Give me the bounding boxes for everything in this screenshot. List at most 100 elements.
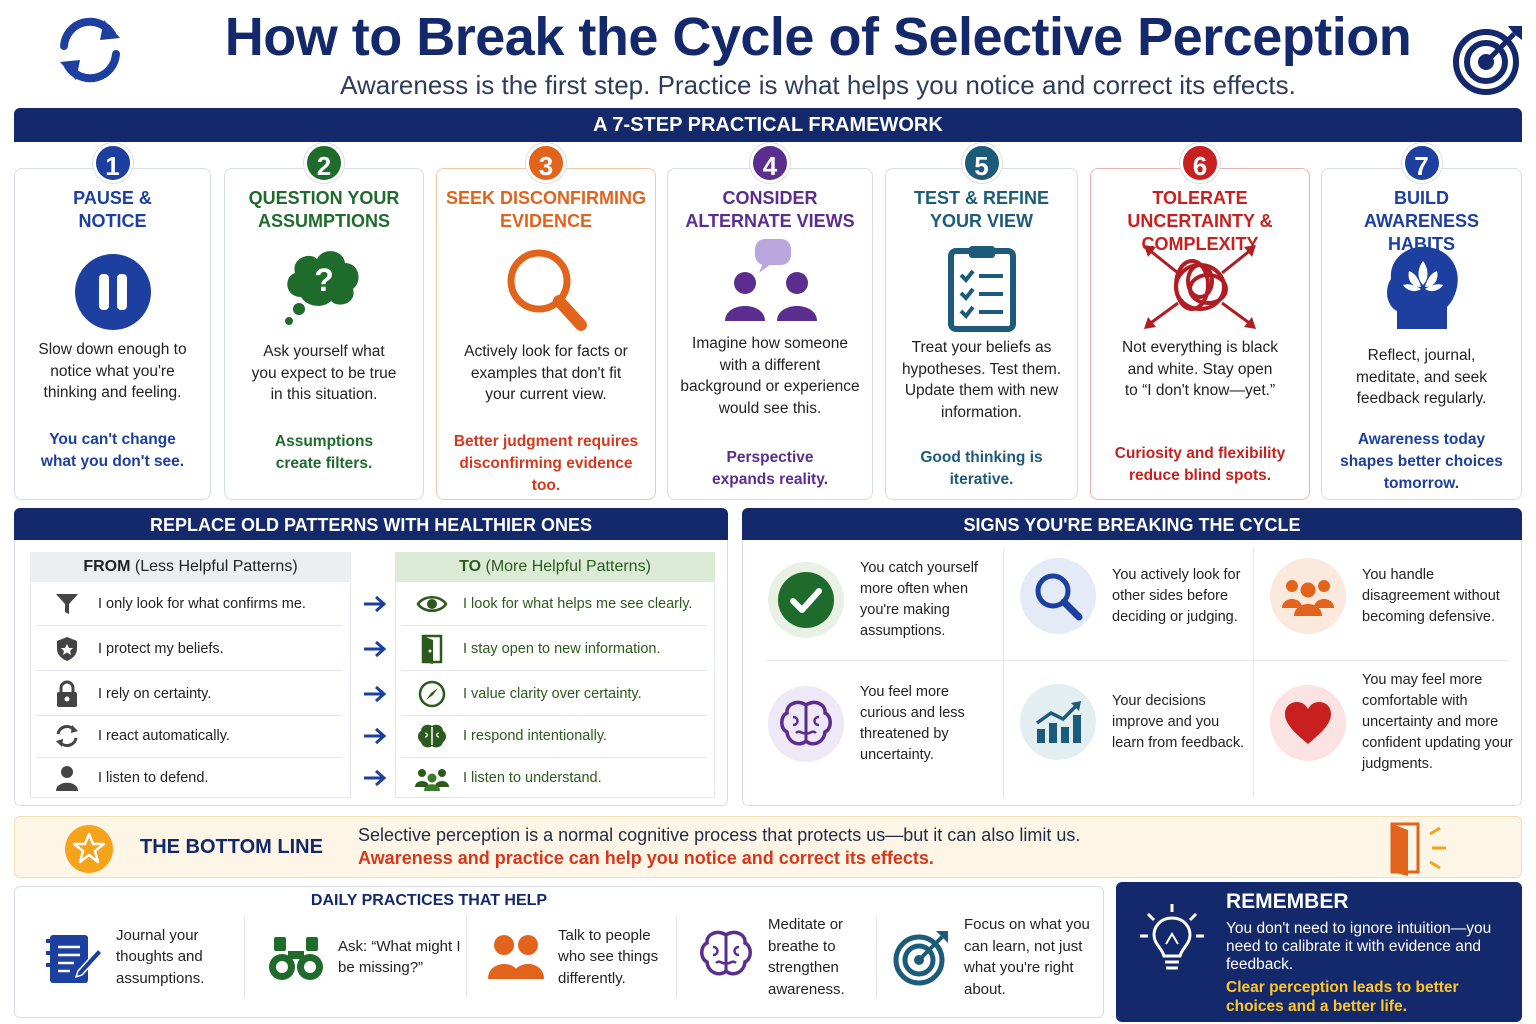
remember-highlight: Clear perception leads to better choices… (1226, 979, 1459, 1015)
lightbulb-icon (1140, 904, 1204, 970)
to-header-label: TO (459, 558, 482, 575)
step-number: 1 (92, 143, 133, 183)
from-pattern-row: I react automatically. (36, 714, 342, 758)
sign-item: You feel more curious and less threatene… (768, 682, 998, 766)
practice-text: Journal your thoughts and assumptions. (116, 926, 205, 987)
from-pattern-text: I only look for what confirms me. (98, 595, 306, 612)
framework-banner: A 7-STEP PRACTICAL FRAMEWORK (14, 108, 1522, 142)
step-number: 3 (526, 143, 566, 183)
pause-icon (74, 254, 151, 330)
people-group-icon (1270, 558, 1346, 634)
from-pattern-row: I only look for what confirms me. (36, 582, 342, 626)
eye-icon (401, 593, 463, 615)
step-card-test-refine: 5 TEST & REFINE YOUR VIEW Treat your bel… (885, 143, 1078, 500)
step-number: 5 (961, 143, 1002, 183)
heart-icon (1270, 684, 1346, 761)
arrow-right-icon (364, 595, 387, 613)
from-pattern-text: I react automatically. (98, 727, 230, 744)
group-icon (401, 765, 463, 791)
step-takeaway: Assumptions create filters. (274, 433, 374, 472)
bottom-line-title: THE BOTTOM LINE (140, 836, 323, 858)
from-header-label: FROM (83, 558, 131, 575)
to-column (395, 582, 715, 798)
practice-item: Ask: “What might I be missing?” (266, 912, 466, 1002)
from-pattern-row: I rely on certainty. (36, 672, 342, 716)
brain-icon (768, 686, 844, 762)
sign-text: You catch yourself more often when you'r… (860, 560, 978, 639)
step-number: 4 (750, 143, 790, 183)
target-icon (1453, 26, 1522, 95)
arrow-right-icon (364, 685, 387, 703)
divider (244, 916, 245, 998)
compass-icon (401, 680, 463, 708)
divider (676, 916, 677, 998)
divider (876, 916, 877, 998)
remember-text: You don't need to ignore intuition—you n… (1226, 920, 1492, 973)
bottom-line-text: Selective perception is a normal cogniti… (358, 825, 1081, 845)
divider (1003, 548, 1004, 798)
bottom-line-highlight: Awareness and practice can help you noti… (358, 848, 934, 868)
from-header-note: (Less Helpful Patterns) (134, 558, 298, 575)
sign-item: Your decisions improve and you learn fro… (1020, 684, 1250, 760)
step-card-seek-evidence: 3 SEEK DISCONFIRMING EVIDENCE Actively l… (436, 143, 656, 500)
step-title: CONSIDER ALTERNATE VIEWS (685, 188, 855, 231)
daily-practices-title: DAILY PRACTICES THAT HELP (310, 892, 548, 909)
brain-icon (700, 930, 752, 976)
step-description: Reflect, journal, meditate, and seek fee… (1356, 347, 1487, 407)
signs-banner: SIGNS YOU'RE BREAKING THE CYCLE (742, 508, 1522, 542)
to-pattern-row: I value clarity over certainty. (401, 672, 707, 716)
step-takeaway: You can't change what you don't see. (40, 431, 185, 470)
step-title: TOLERATE UNCERTAINTY & COMPLEXITY (1127, 188, 1273, 254)
question-bubble-icon: ? (285, 251, 359, 325)
to-pattern-text: I respond intentionally. (463, 727, 608, 744)
funnel-icon (36, 591, 98, 617)
person-icon (36, 764, 98, 792)
step-card-pause-notice: 1 PAUSE & NOTICE Slow down enough to not… (14, 143, 211, 500)
step-title: SEEK DISCONFIRMING EVIDENCE (445, 188, 646, 231)
step-description: Ask yourself what you expect to be true … (251, 343, 397, 403)
arrow-right-icon (364, 769, 387, 787)
practice-text: Focus on what you can learn, not just wh… (964, 916, 1090, 998)
from-pattern-text: I protect my beliefs. (98, 640, 224, 657)
to-pattern-row: I look for what helps me see clearly. (401, 582, 707, 626)
page-subtitle: Awareness is the first step. Practice is… (340, 70, 1296, 100)
target-icon (893, 931, 948, 986)
sign-text: You may feel more comfortable with uncer… (1362, 672, 1513, 772)
step-title: QUESTION YOUR ASSUMPTIONS (248, 188, 400, 231)
replace-patterns-banner: REPLACE OLD PATTERNS WITH HEALTHIER ONES (14, 508, 728, 542)
to-column-header: TO (More Helpful Patterns) (395, 552, 715, 582)
from-pattern-text: I rely on certainty. (98, 685, 212, 702)
sign-text: You handle disagreement without becoming… (1362, 566, 1500, 625)
brain-icon (401, 723, 463, 749)
mind-lotus-icon (1386, 246, 1458, 329)
step-takeaway: Perspective expands reality. (711, 449, 828, 488)
tangle-icon (1144, 245, 1256, 329)
two-people-icon (488, 935, 544, 979)
step-card-alternate-views: 4 CONSIDER ALTERNATE VIEWS Imagine how s… (667, 143, 873, 500)
step-description: Imagine how someone with a different bac… (680, 335, 860, 417)
practice-text: Ask: “What might I be missing?” (338, 937, 461, 977)
daily-practices-section (14, 886, 1104, 1018)
to-pattern-text: I value clarity over certainty. (463, 685, 642, 702)
sign-item: You actively look for other sides before… (1020, 558, 1250, 634)
from-pattern-text: I listen to defend. (98, 770, 209, 786)
magnifier-icon (507, 249, 587, 331)
door-icon (401, 634, 463, 664)
practice-text: Meditate or breathe to strengthen awaren… (768, 916, 845, 998)
step-description: Actively look for facts or examples that… (464, 343, 628, 403)
step-number: 6 (1180, 143, 1220, 183)
refresh-icon (36, 722, 98, 750)
page-title: How to Break the Cycle of Selective Perc… (224, 7, 1412, 67)
step-card-question-assumptions: 2 QUESTION YOUR ASSUMPTIONS ? Ask yourse… (224, 143, 424, 500)
open-door-icon (1390, 822, 1446, 876)
sign-item: You catch yourself more often when you'r… (768, 558, 998, 642)
lock-icon (36, 680, 98, 708)
divider (466, 916, 467, 998)
people-talk-icon (725, 239, 817, 321)
arrow-right-icon (364, 727, 387, 745)
practice-item: Talk to people who see things differentl… (486, 912, 682, 1002)
to-pattern-text: I stay open to new information. (463, 640, 661, 657)
practice-text: Talk to people who see things differentl… (558, 926, 659, 987)
arrow-right-icon (364, 640, 387, 658)
to-header-note: (More Helpful Patterns) (485, 558, 651, 575)
